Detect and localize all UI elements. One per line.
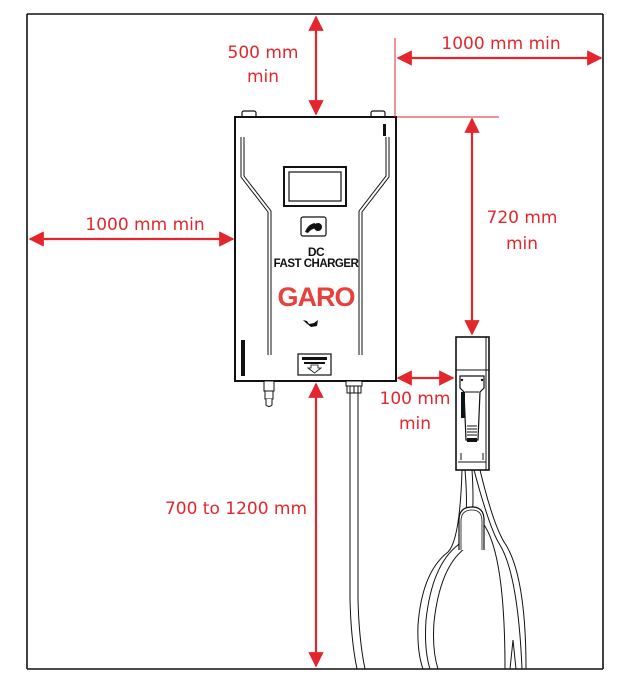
top-clearance-label-2: min xyxy=(246,67,280,87)
connector-plug xyxy=(458,375,486,463)
holster-gap-label-2: min xyxy=(398,414,432,434)
extension-lines xyxy=(394,38,499,118)
cable-hook xyxy=(458,506,485,550)
charging-cable xyxy=(349,392,527,670)
brand-logo: GARO xyxy=(277,282,356,312)
holster-height-label-1: 720 mm xyxy=(486,208,558,228)
product-name-line1: DC xyxy=(307,245,325,259)
left-clearance-label: 1000 mm min xyxy=(85,215,205,235)
status-led xyxy=(383,124,386,136)
dimension-lines xyxy=(28,15,603,668)
holster xyxy=(455,336,490,471)
product-name-line2: FAST CHARGER xyxy=(273,258,359,270)
wall-frame xyxy=(26,13,604,670)
antenna-connector xyxy=(263,380,275,407)
top-clearance-label-1: 500 mm xyxy=(227,43,299,63)
holster-height-label-2: min xyxy=(505,234,539,254)
mounting-height-label: 700 to 1200 mm xyxy=(164,499,308,519)
cable-gland xyxy=(345,380,363,394)
charger-unit xyxy=(234,110,397,407)
holster-gap-label-1: 100 mm xyxy=(379,389,451,409)
cable-icon xyxy=(303,320,318,327)
right-clearance-label: 1000 mm min xyxy=(441,34,561,54)
